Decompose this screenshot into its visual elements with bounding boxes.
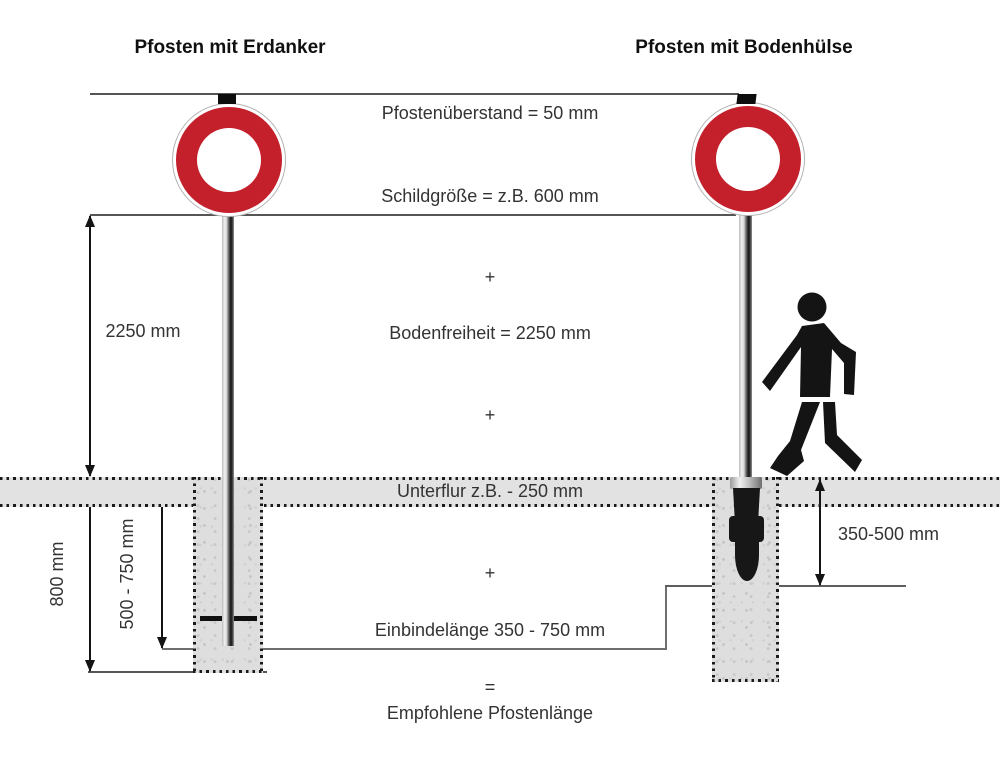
dimension-label-800: 800 mm [47,541,67,607]
dimension-label-2250: 2250 mm [105,321,181,341]
left-foundation-left-edge [193,477,196,673]
operator-equals: = [484,677,496,697]
sign-white-center [197,128,261,192]
dimension-arrow-350-500 [814,479,825,586]
dimension-label-350-500: 350-500 mm [838,524,940,544]
right-foundation-left-edge [712,477,715,682]
right-sign-post [739,209,752,480]
right-mounting-bracket [736,94,757,104]
operator-plus-1: + [484,267,496,287]
sign-white-center [716,127,780,191]
pedestrian-icon [762,292,862,476]
foundation-bottom-reference-line [88,671,267,673]
ground-strip-bottom-dotted-line [0,504,1000,507]
left-column-title: Pfosten mit Erdanker [134,37,326,58]
label-ground-clearance: Bodenfreiheit = 2250 mm [389,323,591,343]
label-post-overhang: Pfostenüberstand = 50 mm [381,103,599,123]
post-top-reference-line [90,93,739,95]
label-underfloor: Unterflur z.B. - 250 mm [396,481,584,501]
operator-plus-3: + [484,563,496,583]
dimension-arrow-2250 [84,215,95,477]
ground-strip-top-dotted-line [0,477,1000,480]
left-foundation-bottom-edge [193,670,263,673]
left-traffic-sign [172,103,286,217]
left-sign-post [222,209,234,646]
left-mounting-bracket [218,94,236,104]
right-foundation-right-edge [776,477,779,682]
sleeve-bottom-reference-line [665,585,906,587]
operator-plus-2: + [484,405,496,425]
right-column-title: Pfosten mit Bodenhülse [635,37,853,58]
left-foundation-right-edge [260,477,263,673]
ground-sleeve-tabs [729,516,764,542]
dimension-arrow-800 [84,479,95,672]
right-foundation-bottom-edge [712,679,779,682]
embed-length-line-step [665,586,667,650]
label-sign-size: Schildgröße = z.B. 600 mm [381,186,599,206]
right-traffic-sign [691,102,805,216]
label-recommended-post-length: Empfohlene Pfostenlänge [386,703,594,723]
dimension-label-500-750: 500 - 750 mm [117,518,137,630]
embed-length-line-left [162,648,667,650]
label-embed-length: Einbindelänge 350 - 750 mm [374,620,606,640]
ground-sleeve-collar [730,477,762,489]
ground-sleeve-cap [735,541,759,581]
ground-strip [0,477,1000,507]
sign-bottom-reference-line [90,214,736,216]
